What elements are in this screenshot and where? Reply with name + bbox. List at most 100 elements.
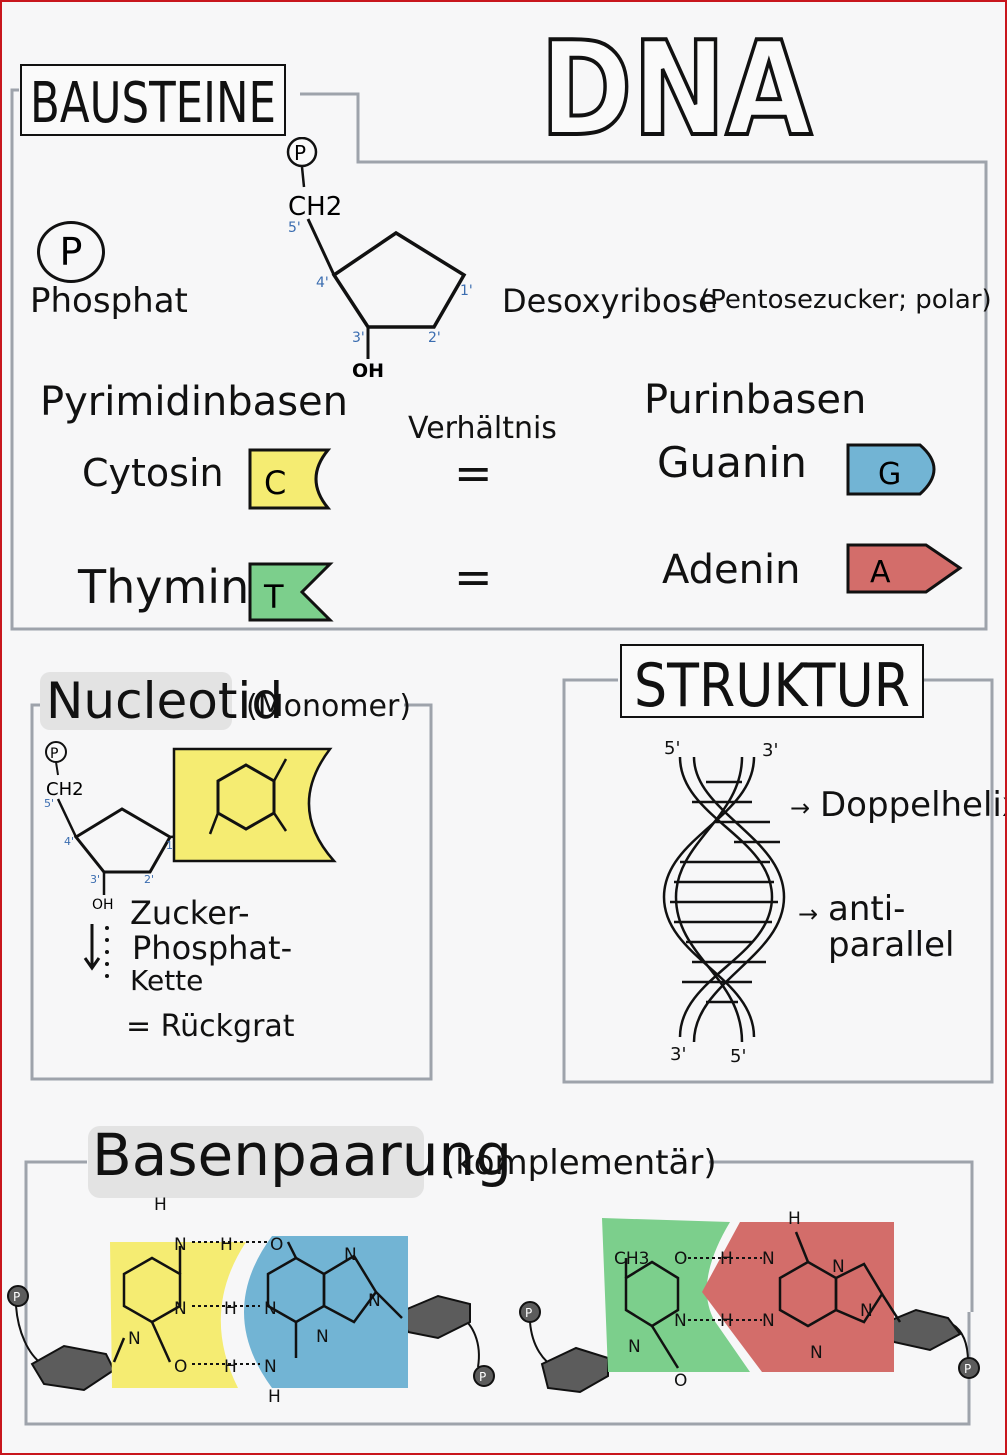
c1-label: 1'	[460, 283, 473, 299]
chain-line-2: Phosphat-	[132, 929, 293, 967]
double-helix-icon	[662, 756, 786, 1043]
doppelhelix-arrow: →	[790, 794, 811, 822]
guanin-label: Guanin	[657, 438, 807, 487]
base-pairing-diagram: P P P P H N H	[7, 1195, 980, 1407]
helix-end-top-left: 5'	[664, 738, 681, 759]
nucleotide-structure: P CH2 OH 5' 4' 3' 2' 1'	[44, 741, 337, 913]
desoxyribose-label: Desoxyribose	[502, 282, 718, 320]
nucleotid-heading: Nucleotid	[46, 672, 284, 730]
svg-text:O: O	[174, 1357, 187, 1377]
adenin-shape: A	[846, 543, 963, 594]
svg-text:N: N	[174, 1235, 187, 1255]
svg-text:N: N	[264, 1357, 277, 1377]
svg-text:N: N	[174, 1299, 187, 1319]
basenpaarung-highlight	[88, 1126, 424, 1198]
bausteine-heading: BAUSTEINE	[30, 71, 276, 134]
svg-text:N: N	[316, 1327, 329, 1347]
guanin-letter: G	[878, 457, 901, 492]
svg-text:P: P	[479, 1370, 486, 1384]
svg-text:O: O	[270, 1235, 283, 1255]
c4-label: 4'	[316, 275, 329, 291]
svg-text:OH: OH	[92, 897, 114, 913]
chain-line-3: Kette	[130, 964, 204, 997]
cytosin-label: Cytosin	[82, 451, 224, 495]
adenin-label: Adenin	[662, 547, 801, 593]
svg-text:N: N	[832, 1257, 845, 1277]
struktur-heading-box	[620, 644, 924, 718]
base-shapes: C T G A	[248, 443, 963, 622]
svg-text:N: N	[128, 1329, 141, 1349]
phosphate-circles: P P P P	[7, 1285, 980, 1387]
desoxyribose-structure: P CH2 OH 5' 4' 3' 2' 1'	[286, 137, 473, 377]
svg-text:3': 3'	[90, 873, 100, 886]
cytosin-shape: C	[248, 448, 332, 510]
svg-text:5': 5'	[44, 797, 54, 810]
oh-label: OH	[352, 360, 384, 377]
antiparallel-label-1: anti-	[828, 889, 906, 929]
svg-text:N: N	[860, 1301, 873, 1321]
svg-text:N: N	[810, 1343, 823, 1363]
svg-text:P: P	[964, 1362, 971, 1376]
adenin-letter: A	[870, 555, 891, 590]
svg-text:N: N	[344, 1245, 357, 1265]
svg-text:N: N	[264, 1299, 277, 1319]
svg-text:CH2: CH2	[46, 779, 84, 800]
svg-text:1': 1'	[166, 839, 176, 852]
backbone-label: = Rückgrat	[126, 1009, 295, 1044]
c5-label: 5'	[288, 220, 301, 236]
doppelhelix-label: Doppelhelix	[820, 785, 1007, 825]
ratio-equals-2: =	[454, 550, 493, 604]
antiparallel-arrow: →	[798, 900, 819, 928]
ratio-label: Verhältnis	[408, 411, 557, 446]
struktur-heading-text: STRUKTUR	[634, 651, 910, 716]
thymin-label: Thymin	[78, 560, 250, 614]
nucleotide-pentose-ring	[73, 807, 173, 874]
phosphate-mini-letter: P	[294, 141, 306, 165]
svg-text:4': 4'	[64, 835, 74, 848]
svg-text:P: P	[13, 1290, 20, 1304]
antiparallel-label-2: parallel	[828, 925, 955, 965]
adenine-block	[702, 1222, 894, 1372]
pyrimidine-heading: Pyrimidinbasen	[40, 379, 348, 425]
svg-text:CH3: CH3	[614, 1249, 649, 1269]
thymine-block	[602, 1218, 750, 1372]
svg-text:H: H	[224, 1299, 237, 1319]
svg-text:O: O	[674, 1249, 687, 1269]
sugar-pentagons	[30, 1294, 962, 1394]
pentose-ring	[331, 230, 467, 329]
thymin-letter: T	[263, 578, 284, 616]
nucleotide-base	[172, 747, 337, 863]
c3-label: 3'	[352, 330, 365, 346]
svg-text:O: O	[674, 1371, 687, 1391]
basenpaarung-subheading: (komplementär)	[442, 1143, 717, 1183]
svg-text:N: N	[762, 1311, 775, 1331]
svg-text:N: N	[368, 1291, 381, 1311]
title-dna: DNA	[538, 26, 814, 146]
phosphat-symbol: P	[59, 230, 83, 274]
desoxyribose-note: (Pentosezucker; polar)	[700, 285, 992, 315]
svg-text:H: H	[224, 1357, 237, 1377]
svg-text:N: N	[762, 1249, 775, 1269]
struktur-heading: STRUKTUR	[634, 651, 910, 716]
svg-text:H: H	[268, 1387, 281, 1407]
helix-end-top-right: 3'	[762, 740, 779, 761]
c2-label: 2'	[428, 330, 441, 346]
phosphate-mini-icon	[286, 137, 318, 168]
phosphat-label: Phosphat	[30, 281, 188, 321]
phosphat-circle: P	[37, 221, 105, 283]
svg-text:H: H	[720, 1249, 733, 1269]
svg-text:2': 2'	[144, 873, 154, 886]
svg-text:H: H	[788, 1209, 801, 1229]
svg-text:N: N	[674, 1311, 687, 1331]
chain-line-1: Zucker-	[130, 894, 250, 932]
basenpaarung-heading: Basenpaarung	[92, 1121, 513, 1189]
chain-arrow-icon	[83, 924, 109, 978]
guanine-block	[244, 1236, 408, 1388]
helix-end-bottom-right: 5'	[730, 1046, 747, 1067]
svg-text:P: P	[525, 1306, 532, 1320]
bausteine-heading-text: BAUSTEINE	[30, 71, 276, 134]
svg-text:N: N	[628, 1337, 641, 1357]
svg-text:H: H	[154, 1195, 167, 1215]
purine-heading: Purinbasen	[644, 377, 867, 423]
